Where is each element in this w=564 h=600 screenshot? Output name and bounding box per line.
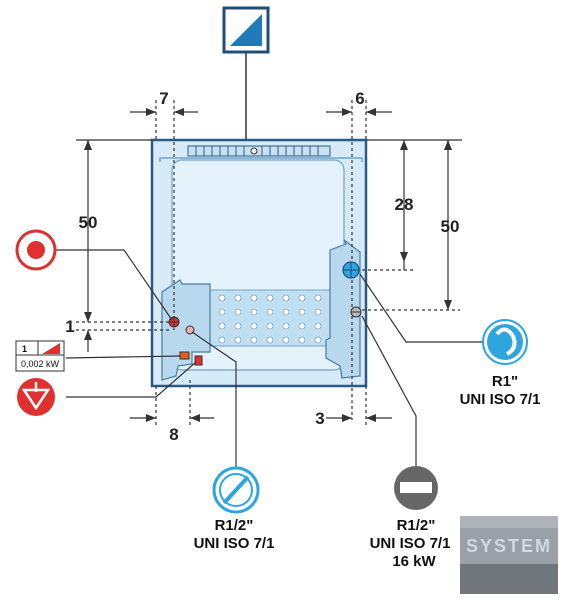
dim-top-right: 6 bbox=[355, 89, 364, 108]
drain-size: R1/2" bbox=[397, 517, 436, 534]
dim-right-upper: 28 bbox=[395, 195, 414, 214]
gas-size: R1/2" bbox=[215, 517, 254, 534]
connection-points bbox=[168, 261, 362, 366]
dim-left-height: 50 bbox=[79, 213, 98, 232]
arrow-heads bbox=[84, 108, 452, 422]
dim-top-left: 7 bbox=[159, 89, 168, 108]
dim-right-height: 50 bbox=[441, 217, 460, 236]
water-drop-icon bbox=[482, 319, 528, 365]
top-symbol bbox=[222, 6, 270, 150]
dim-left-small: 1 bbox=[65, 317, 74, 336]
leader-lines bbox=[54, 249, 482, 470]
gas-standard: UNI ISO 7/1 bbox=[194, 535, 275, 552]
drain-power: 16 kW bbox=[392, 553, 436, 570]
equipotential-icon bbox=[17, 378, 55, 416]
dim-bottom-right: 3 bbox=[315, 409, 324, 428]
gas-icon bbox=[212, 466, 260, 514]
water-standard: UNI ISO 7/1 bbox=[460, 391, 541, 408]
logo-text: SYSTEM bbox=[466, 536, 552, 556]
electric-phase: 1 bbox=[22, 344, 27, 354]
electric-rating-plate: 1 0,002 kW bbox=[15, 340, 65, 372]
dim-bottom-left: 8 bbox=[169, 425, 178, 444]
electric-power: 0,002 kW bbox=[21, 359, 60, 369]
system-logo: SYSTEM bbox=[460, 516, 558, 594]
electric-power-icon bbox=[15, 229, 57, 271]
water-size: R1" bbox=[492, 373, 518, 390]
drain-standard: UNI ISO 7/1 bbox=[370, 535, 451, 552]
cabinet bbox=[150, 138, 368, 388]
no-entry-icon bbox=[394, 466, 438, 510]
